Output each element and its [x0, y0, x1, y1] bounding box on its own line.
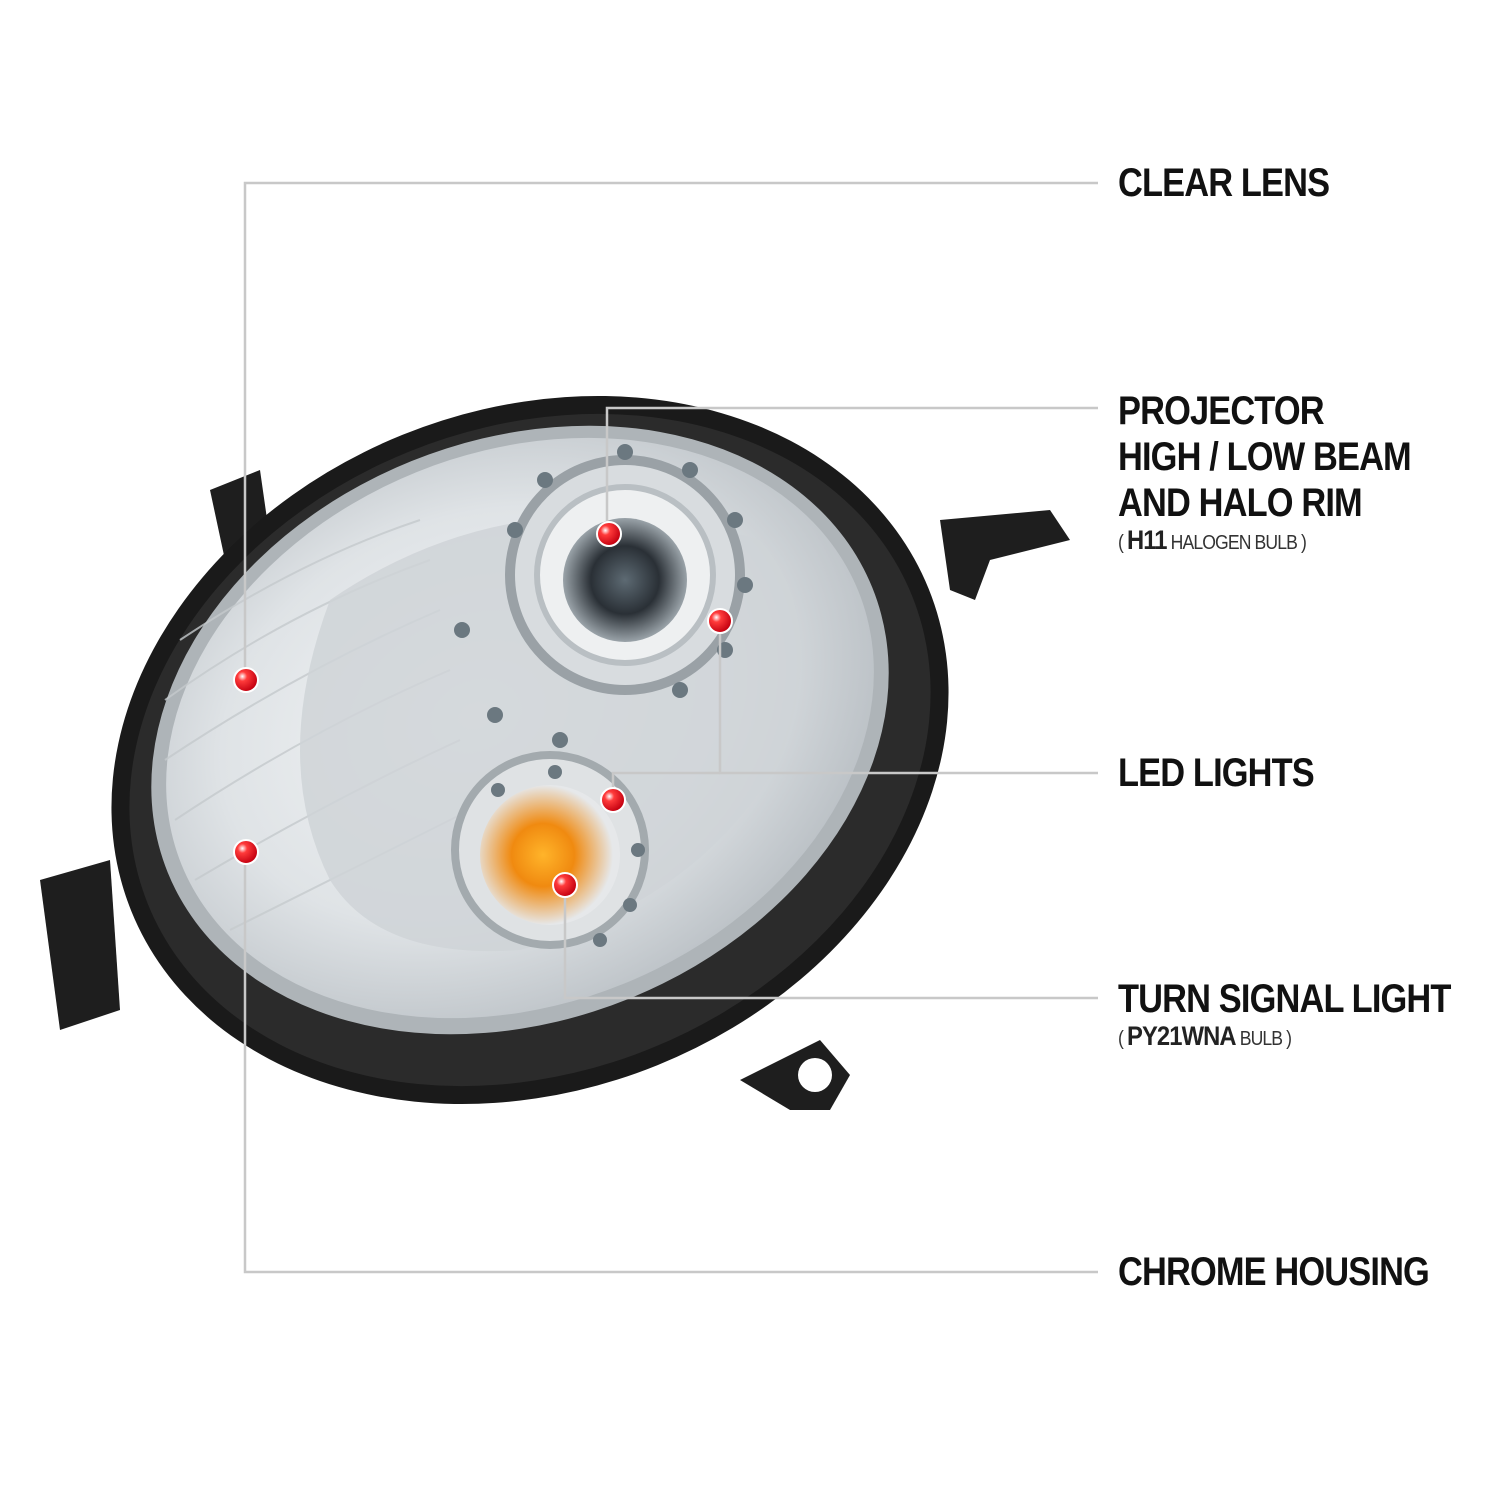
label-turn-signal-title: TURN SIGNAL LIGHT	[1118, 977, 1451, 1021]
label-clear-lens-title: CLEAR LENS	[1118, 161, 1330, 205]
leader-line-turn-signal	[563, 885, 1098, 1000]
turn-sub-rest: BULB )	[1235, 1028, 1292, 1050]
label-projector-line2: HIGH / LOW BEAM	[1118, 435, 1412, 479]
callout-dot-chrome-housing	[233, 839, 259, 865]
label-clear-lens: CLEAR LENS	[1118, 160, 1364, 206]
headlight-illustration	[40, 395, 1070, 1110]
label-led-lights: LED LIGHTS	[1118, 750, 1346, 796]
leader-line-clear-lens	[243, 181, 1098, 680]
turn-sub-bulb: PY21WNA	[1126, 1021, 1237, 1051]
label-turn-signal-bulb: ( PY21WNA BULB )	[1118, 1022, 1458, 1053]
callout-dots	[233, 521, 733, 898]
label-projector: PROJECTOR HIGH / LOW BEAM AND HALO RIM (…	[1118, 388, 1459, 557]
label-led-lights-title: LED LIGHTS	[1118, 751, 1315, 795]
projector-sub-open: (	[1118, 532, 1127, 554]
label-projector-line3: AND HALO RIM	[1118, 481, 1363, 525]
turn-sub-open: (	[1118, 1028, 1127, 1050]
label-projector-bulb: ( H11 HALOGEN BULB )	[1118, 526, 1418, 557]
callout-dot-led-1	[707, 608, 733, 634]
callout-dot-clear-lens	[233, 667, 259, 693]
projector-sub-bulb: H11	[1126, 525, 1168, 555]
label-chrome-housing-title: CHROME HOUSING	[1118, 1250, 1430, 1294]
leader-line-chrome-housing	[243, 852, 1098, 1274]
leader-line-projector	[605, 406, 1098, 535]
callout-dot-led-2	[600, 787, 626, 813]
projector-sub-rest: HALOGEN BULB )	[1166, 532, 1307, 554]
label-chrome-housing: CHROME HOUSING	[1118, 1249, 1480, 1295]
callout-dot-projector	[596, 521, 622, 547]
label-turn-signal: TURN SIGNAL LIGHT ( PY21WNA BULB )	[1118, 976, 1500, 1053]
leader-lines	[243, 181, 1098, 1274]
callout-dot-turn-signal	[552, 872, 578, 898]
label-projector-line1: PROJECTOR	[1118, 389, 1325, 433]
